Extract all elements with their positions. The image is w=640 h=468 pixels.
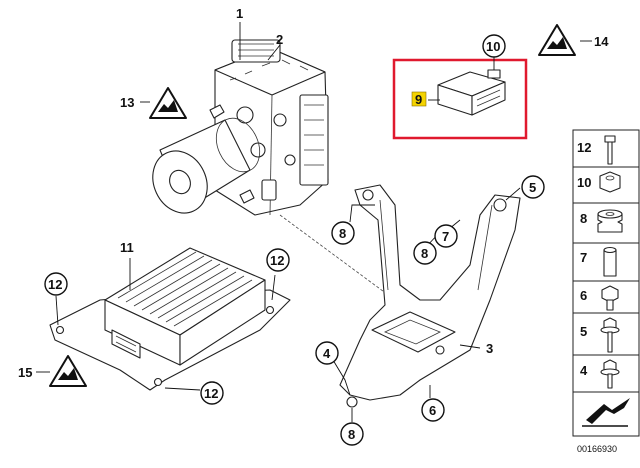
hex-bolt-icon bbox=[601, 285, 619, 311]
callout-14: 14 bbox=[594, 34, 609, 49]
sleeve-icon bbox=[603, 246, 617, 277]
callout-8b: 8 bbox=[421, 246, 428, 261]
callout-8c: 8 bbox=[348, 427, 355, 442]
legend-label-10: 10 bbox=[577, 175, 591, 190]
leader-lines bbox=[36, 22, 592, 422]
bolt-long-icon bbox=[604, 135, 616, 165]
highlight-box bbox=[392, 58, 528, 140]
callout-8a-circle bbox=[331, 221, 355, 245]
callout-4-circle bbox=[315, 341, 339, 365]
control-module bbox=[49, 247, 291, 391]
callout-15: 15 bbox=[18, 365, 32, 380]
diagram-id: 00166930 bbox=[577, 444, 617, 454]
callout-6: 6 bbox=[429, 403, 436, 418]
callout-10: 10 bbox=[486, 39, 500, 54]
callout-4: 4 bbox=[323, 346, 331, 361]
warning-triangle-14 bbox=[538, 24, 576, 56]
assembly-guide-line bbox=[279, 214, 396, 301]
assembly-arrow-icon bbox=[582, 398, 630, 427]
rubber-grommet-icon bbox=[597, 209, 623, 233]
callout-8a: 8 bbox=[339, 226, 346, 241]
callout-5: 5 bbox=[529, 180, 536, 195]
flange-bolt-icon bbox=[600, 317, 620, 353]
hex-nut-icon bbox=[599, 171, 621, 193]
callout-12b: 12 bbox=[270, 253, 284, 268]
fastener-legend: 12 10 8 7 6 5 4 bbox=[572, 129, 640, 437]
callout-13: 13 bbox=[120, 95, 134, 110]
callout-2: 2 bbox=[276, 32, 283, 47]
warning-triangle-15 bbox=[49, 355, 87, 387]
legend-label-7: 7 bbox=[580, 250, 587, 265]
callout-12a-circle bbox=[44, 272, 68, 296]
legend-label-4: 4 bbox=[580, 363, 588, 378]
callout-9: 9 bbox=[415, 92, 422, 107]
callout-10-circle bbox=[482, 34, 506, 58]
callout-8c-circle bbox=[340, 422, 364, 446]
callout-12c: 12 bbox=[204, 386, 218, 401]
legend-label-12: 12 bbox=[577, 140, 591, 155]
callout-12c-circle bbox=[200, 381, 224, 405]
callouts: 1 2 13 14 11 15 3 10 12 12 12 5 8 7 8 4 … bbox=[18, 6, 609, 446]
callout-1: 1 bbox=[236, 6, 243, 21]
callout-7-circle bbox=[434, 224, 458, 248]
mounting-bracket bbox=[339, 184, 521, 408]
callout-11: 11 bbox=[120, 240, 134, 255]
callout-9-label-bg bbox=[411, 91, 427, 107]
screw-washer-icon bbox=[600, 359, 620, 389]
callout-12a: 12 bbox=[48, 277, 62, 292]
legend-label-6: 6 bbox=[580, 288, 587, 303]
callout-5-circle bbox=[521, 175, 545, 199]
callout-8b-circle bbox=[413, 241, 437, 265]
abs-hydraulic-unit bbox=[152, 39, 329, 216]
yaw-rate-sensor-group: 9 bbox=[392, 58, 528, 140]
callout-3: 3 bbox=[486, 341, 493, 356]
legend-label-8: 8 bbox=[580, 211, 587, 226]
legend-label-5: 5 bbox=[580, 324, 587, 339]
callout-6-circle bbox=[421, 398, 445, 422]
warning-triangle-13 bbox=[149, 87, 187, 119]
callout-12b-circle bbox=[266, 248, 290, 272]
callout-7: 7 bbox=[442, 229, 449, 244]
